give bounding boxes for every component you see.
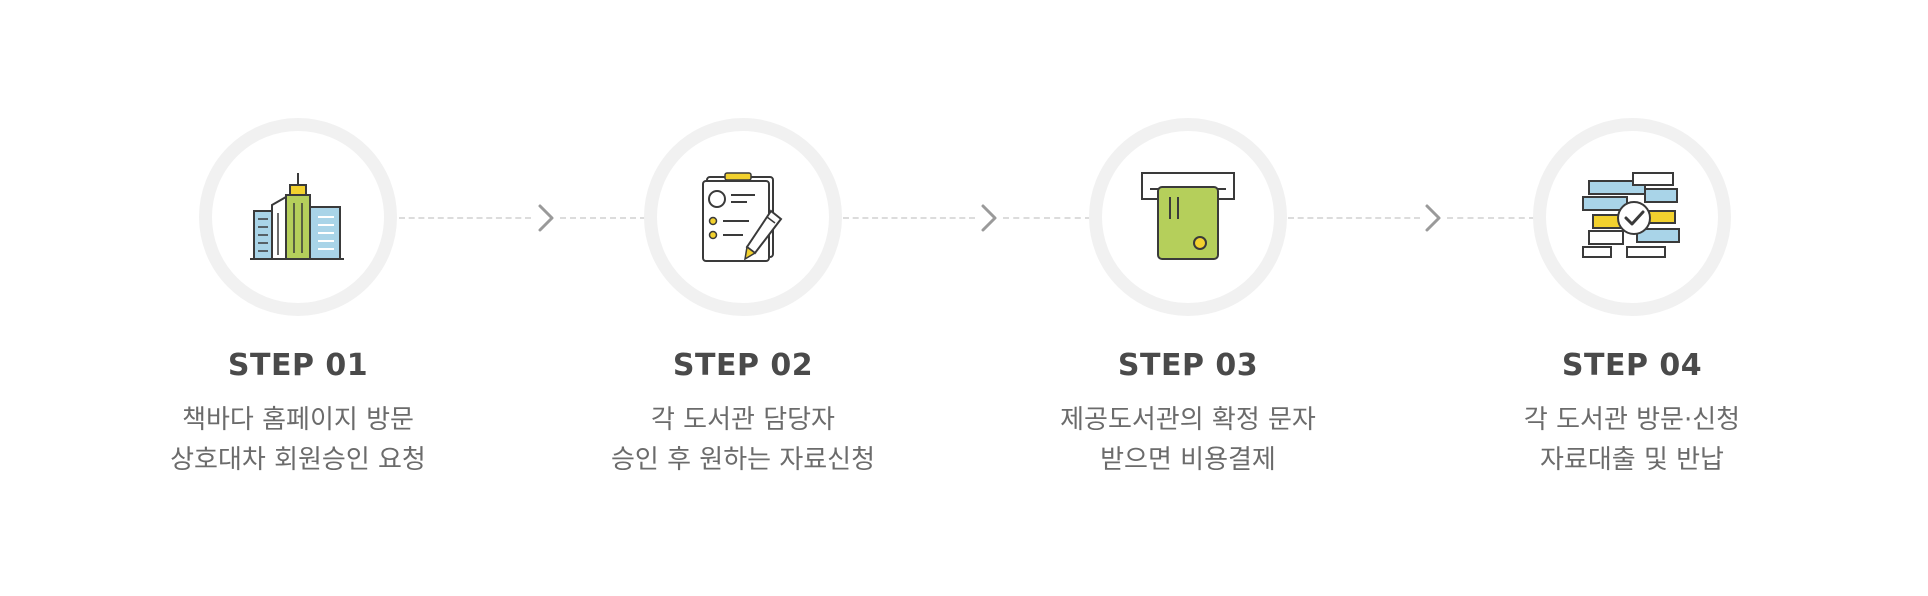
step-3-description: 제공도서관의 확정 문자 받으면 비용결제 [1008, 400, 1368, 480]
step-2-circle [644, 118, 842, 316]
chevron-right-icon [538, 204, 554, 232]
books-check-icon [1582, 172, 1680, 258]
step-1-description: 책바다 홈페이지 방문 상호대차 회원승인 요청 [118, 400, 478, 480]
step-4-description: 각 도서관 방문·신청 자료대출 및 반납 [1452, 400, 1812, 480]
step-1-title: STEP 01 [227, 348, 369, 383]
step-connector-2b [1003, 217, 1091, 219]
step-4-desc-line-2: 자료대출 및 반납 [1540, 445, 1724, 475]
step-4: STEP 04 각 도서관 방문·신청 자료대출 및 반납 [1452, 118, 1812, 480]
step-connector-3b [1447, 217, 1535, 219]
step-3-desc-line-1: 제공도서관의 확정 문자 [1060, 405, 1316, 435]
chevron-right-icon [981, 204, 997, 232]
step-3-circle [1089, 118, 1287, 316]
step-1: STEP 01 책바다 홈페이지 방문 상호대차 회원승인 요청 [118, 118, 478, 480]
step-connector-3 [1288, 217, 1420, 219]
step-connector-1 [399, 217, 531, 219]
step-3-title: STEP 03 [1117, 348, 1259, 383]
step-1-desc-line-2: 상호대차 회원승인 요청 [170, 445, 426, 475]
step-2-desc-line-2: 승인 후 원하는 자료신청 [611, 445, 875, 475]
step-1-circle [199, 118, 397, 316]
card-payment-icon [1141, 172, 1235, 260]
step-2-title: STEP 02 [672, 348, 814, 383]
step-2: STEP 02 각 도서관 담당자 승인 후 원하는 자료신청 [563, 118, 923, 480]
step-2-desc-line-1: 각 도서관 담당자 [651, 405, 835, 435]
step-3-desc-line-2: 받으면 비용결제 [1100, 445, 1276, 475]
step-1-desc-line-1: 책바다 홈페이지 방문 [182, 405, 414, 435]
step-3: STEP 03 제공도서관의 확정 문자 받으면 비용결제 [1008, 118, 1368, 480]
step-connector-1b [560, 217, 646, 219]
step-4-title: STEP 04 [1561, 348, 1703, 383]
chevron-right-icon [1425, 204, 1441, 232]
step-2-description: 각 도서관 담당자 승인 후 원하는 자료신청 [563, 400, 923, 480]
step-4-circle [1533, 118, 1731, 316]
buildings-icon [250, 173, 344, 260]
document-pen-icon [702, 172, 783, 262]
step-connector-2 [843, 217, 975, 219]
step-4-desc-line-1: 각 도서관 방문·신청 [1523, 405, 1741, 435]
